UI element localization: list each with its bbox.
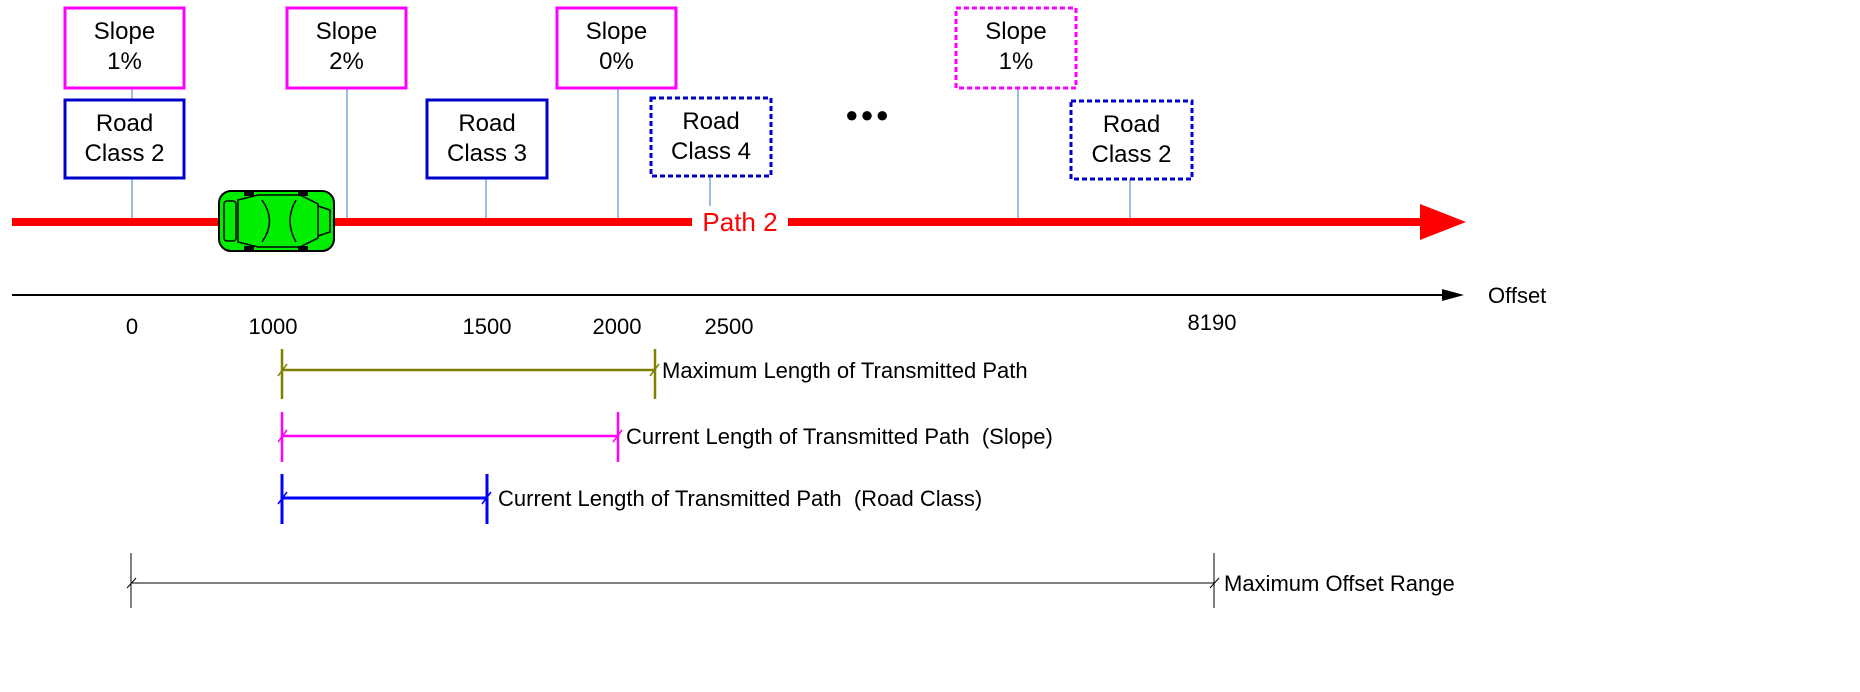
slope-length-label: Current Length of Transmitted Path (Slop… bbox=[626, 424, 1053, 449]
road-length-label: Current Length of Transmitted Path (Road… bbox=[498, 486, 982, 511]
road-box-2-line1: Road bbox=[458, 110, 515, 137]
road-box-2-line2: Class 3 bbox=[447, 140, 527, 167]
slope-box-3-line2: 0% bbox=[599, 48, 634, 75]
offset-axis-label: Offset bbox=[1488, 283, 1546, 308]
road-box-4: Road Class 2 bbox=[1069, 99, 1194, 181]
car-icon bbox=[218, 190, 335, 252]
path-label: Path 2 bbox=[702, 207, 777, 237]
road-box-1: Road Class 2 bbox=[63, 98, 186, 180]
slope-length-dimension bbox=[277, 412, 623, 462]
slope-box-4: Slope 1% bbox=[954, 6, 1078, 90]
max-offset-label: Maximum Offset Range bbox=[1224, 571, 1455, 596]
tick-label-2000: 2000 bbox=[593, 314, 642, 339]
road-box-3: Road Class 4 bbox=[649, 96, 773, 178]
slope-box-1-line2: 1% bbox=[107, 48, 142, 75]
slope-box-4-line1: Slope bbox=[985, 18, 1046, 45]
ellipsis: ●●● bbox=[845, 102, 891, 127]
slope-leaders bbox=[131, 88, 1019, 218]
max-length-dimension bbox=[277, 349, 660, 399]
tick-label-2500: 2500 bbox=[705, 314, 754, 339]
road-box-1-line1: Road bbox=[96, 110, 153, 137]
slope-box-2-line2: 2% bbox=[329, 48, 364, 75]
slope-box-3-line1: Slope bbox=[586, 18, 647, 45]
road-box-3-line1: Road bbox=[682, 108, 739, 135]
tick-label-1000: 1000 bbox=[249, 314, 298, 339]
road-length-dimension bbox=[277, 474, 492, 524]
slope-box-3: Slope 0% bbox=[555, 6, 678, 90]
slope-box-1-line1: Slope bbox=[94, 18, 155, 45]
tick-label-0: 0 bbox=[126, 314, 138, 339]
slope-box-1: Slope 1% bbox=[63, 6, 186, 90]
slope-box-2-line1: Slope bbox=[316, 18, 377, 45]
road-box-4-line1: Road bbox=[1103, 111, 1160, 138]
max-length-label: Maximum Length of Transmitted Path bbox=[662, 358, 1028, 383]
tick-label-1500: 1500 bbox=[463, 314, 512, 339]
path-arrowhead bbox=[1420, 204, 1466, 240]
road-box-3-line2: Class 4 bbox=[671, 138, 751, 165]
road-box-1-line2: Class 2 bbox=[84, 140, 164, 167]
slope-box-2: Slope 2% bbox=[285, 6, 408, 90]
tick-label-8190: 8190 bbox=[1188, 310, 1237, 335]
road-box-2: Road Class 3 bbox=[425, 98, 549, 180]
offset-axis bbox=[12, 289, 1464, 301]
offset-axis-arrowhead bbox=[1442, 289, 1464, 301]
road-leaders bbox=[131, 176, 1131, 218]
slope-box-4-line2: 1% bbox=[999, 48, 1034, 75]
max-offset-dimension bbox=[126, 553, 1220, 608]
road-box-4-line2: Class 2 bbox=[1091, 141, 1171, 168]
